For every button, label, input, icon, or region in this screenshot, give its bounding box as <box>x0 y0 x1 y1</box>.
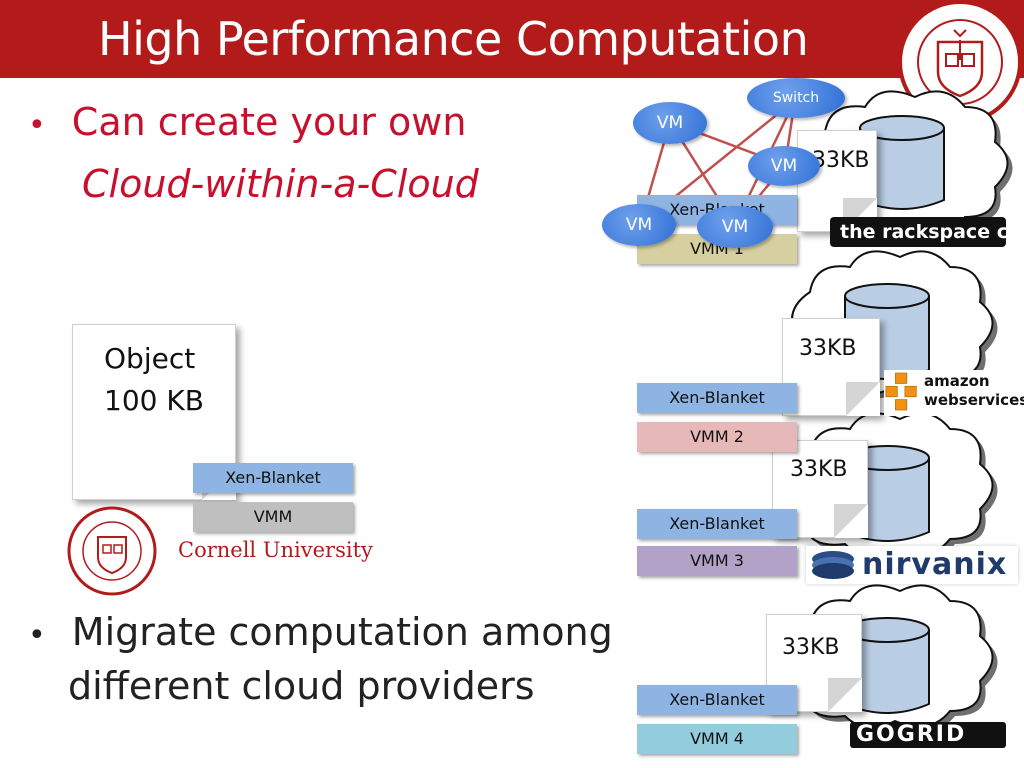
gogrid-logo-text: GOGRID <box>856 722 967 747</box>
cornell-seal-icon <box>898 0 1022 124</box>
xen-blanket-box: Xen-Blanket <box>637 383 797 413</box>
amazon-logo-text: amazon webservices <box>924 372 1024 409</box>
vmm-4-box: VMM 4 <box>637 724 797 754</box>
vmm-box: VMM <box>193 502 353 532</box>
chunk-size: 33KB <box>782 635 840 660</box>
bullet-dot: • <box>28 618 46 653</box>
xen-blanket-box: Xen-Blanket <box>637 685 797 715</box>
vm-node: VM <box>633 102 707 144</box>
vmm-3-box: VMM 3 <box>637 546 797 576</box>
nirvanix-logo-text: nirvanix <box>862 547 1008 582</box>
chunk-size: 33KB <box>812 148 870 173</box>
amazon-logo: amazon webservices <box>884 370 1024 416</box>
vm-node: VM <box>602 204 676 246</box>
rackspace-logo: the rackspace cloud <box>830 217 1006 247</box>
cornell-wordmark: Cornell University <box>178 538 373 562</box>
xen-blanket-box: Xen-Blanket <box>637 509 797 539</box>
bullet-1: • Can create your own <box>28 100 466 144</box>
bullet-1-text: Can create your own <box>71 100 467 144</box>
bullet-2-text-line2: different cloud providers <box>68 664 535 708</box>
bullet-1-emphasis: Cloud-within-a-Cloud <box>82 162 479 206</box>
vm-node: VM <box>748 146 820 186</box>
switch-node: Switch <box>747 78 845 118</box>
object-label: Object <box>104 342 196 375</box>
cornell-seal-small-icon <box>67 506 157 596</box>
nirvanix-logo: nirvanix <box>806 546 1018 584</box>
chunk-document-card <box>782 318 880 416</box>
xen-blanket-box: Xen-Blanket <box>193 463 353 493</box>
bullet-2-text: Migrate computation among <box>71 610 613 654</box>
chunk-size: 33KB <box>790 457 848 482</box>
slide-title: High Performance Computation <box>98 12 809 66</box>
vm-node: VM <box>697 206 773 248</box>
gogrid-logo: GOGRID <box>850 722 1006 748</box>
vmm-2-box: VMM 2 <box>637 422 797 452</box>
title-bar <box>0 0 1024 78</box>
aws-cubes-icon <box>885 372 917 411</box>
chunk-size: 33KB <box>799 336 857 361</box>
nirvanix-disc-icon <box>812 551 854 579</box>
object-size: 100 KB <box>104 384 204 417</box>
bullet-2: • Migrate computation among <box>28 610 613 654</box>
bullet-dot: • <box>28 108 46 143</box>
